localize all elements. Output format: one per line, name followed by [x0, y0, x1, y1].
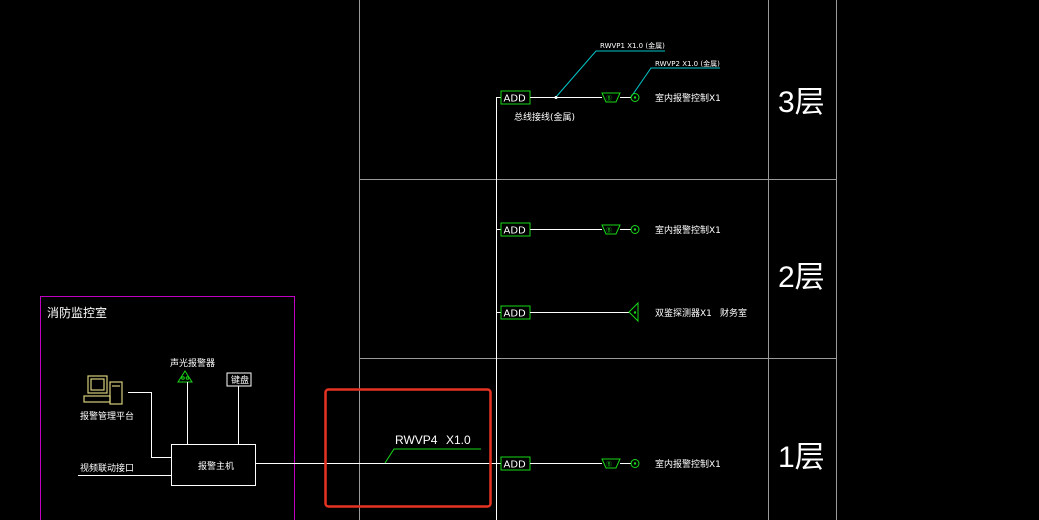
detector-dot [633, 311, 637, 314]
pc-to-host [128, 392, 171, 458]
control-room-title: 消防监控室 [47, 305, 107, 320]
floor2-button-icon [630, 225, 640, 234]
floor-grid [359, 0, 837, 520]
floor-label-1: 1层 [778, 441, 825, 474]
siren-icon [177, 370, 193, 383]
floor2-button-dot [633, 228, 637, 231]
pc-monitor [87, 375, 108, 394]
keypad-label: 键盘 [231, 374, 249, 386]
host-box [171, 444, 256, 486]
floor1-button-icon [630, 459, 640, 468]
pc-screen [90, 378, 105, 391]
highlight-area: RWVP4 X1.0 [324, 388, 492, 508]
rwvp4-label: RWVP4 [395, 433, 438, 447]
video-link-label: 视频联动接口 [80, 462, 134, 474]
floor1-branch: ADD Ⓑ 室内报警控制X1 [496, 456, 721, 471]
floor3-button-dot [633, 96, 637, 99]
add-module-2b-label: ADD [504, 309, 527, 320]
add-module-1-label: ADD [504, 460, 527, 471]
floor1-alarm-icon [601, 458, 621, 469]
floor3-wire1-leader [555, 50, 665, 98]
control-room: 消防监控室 报警管理平台 声光报警器 键盘 报警主机 视频联动接口 [40, 296, 496, 520]
pc-tower [109, 381, 123, 405]
floor2-branch-b: ADD 双鉴探测器X1 财务室 [496, 301, 747, 323]
host-label: 报警主机 [198, 460, 234, 472]
floor-label-2: 2层 [778, 261, 825, 294]
add-module-2a-label: ADD [504, 226, 527, 237]
pc-label: 报警管理平台 [80, 410, 134, 422]
detector-icon [628, 301, 639, 323]
floor3-wire2-label: RWVP2 X1.0 (金属) [655, 59, 720, 68]
floor3-button-icon [630, 93, 640, 102]
floor-label-3: 3层 [778, 86, 825, 119]
pc-workstation-icon [83, 375, 123, 405]
floor1-button-dot [633, 462, 637, 465]
siren-icon-dot-b [185, 376, 190, 380]
floor3-junction [554, 96, 558, 99]
siren-icon-dot-a [181, 376, 185, 380]
floor1-alarm-icon-glyph: Ⓑ [606, 461, 612, 469]
floor3-device-text: 室内报警控制X1 [655, 92, 721, 104]
floor1-device-text: 室内报警控制X1 [655, 458, 721, 470]
floor2-alarm-icon-glyph: Ⓑ [606, 227, 612, 235]
floor3-branch: ADD RWVP1 X1.0 (金属) RWVP2 X1.0 (金属) Ⓑ 室内… [496, 41, 721, 123]
floor3-bus-text: 总线接线(金属) [514, 111, 575, 123]
floor2-device-text: 室内报警控制X1 [655, 224, 721, 236]
rwvp4-leader [384, 448, 481, 464]
highlight-box[interactable] [324, 388, 492, 508]
pc-keyboard [83, 395, 111, 403]
siren-label: 声光报警器 [170, 357, 215, 369]
floor2-room-text: 财务室 [720, 307, 747, 319]
floor3-wire1-label: RWVP1 X1.0 (金属) [600, 41, 665, 50]
floor2-detector-text: 双鉴探测器X1 [655, 307, 712, 319]
floor2-branch-a: ADD Ⓑ 室内报警控制X1 [496, 222, 721, 237]
control-room-border [40, 296, 295, 520]
floor3-wire2-leader [630, 67, 720, 98]
control-room-wiring [78, 382, 496, 476]
floor3-alarm-icon-glyph: Ⓑ [606, 95, 612, 103]
floor3-alarm-icon [601, 92, 621, 103]
add-module-3-label: ADD [504, 94, 527, 105]
floor2-alarm-icon [601, 224, 621, 235]
rwvp4-spec: X1.0 [446, 433, 471, 447]
